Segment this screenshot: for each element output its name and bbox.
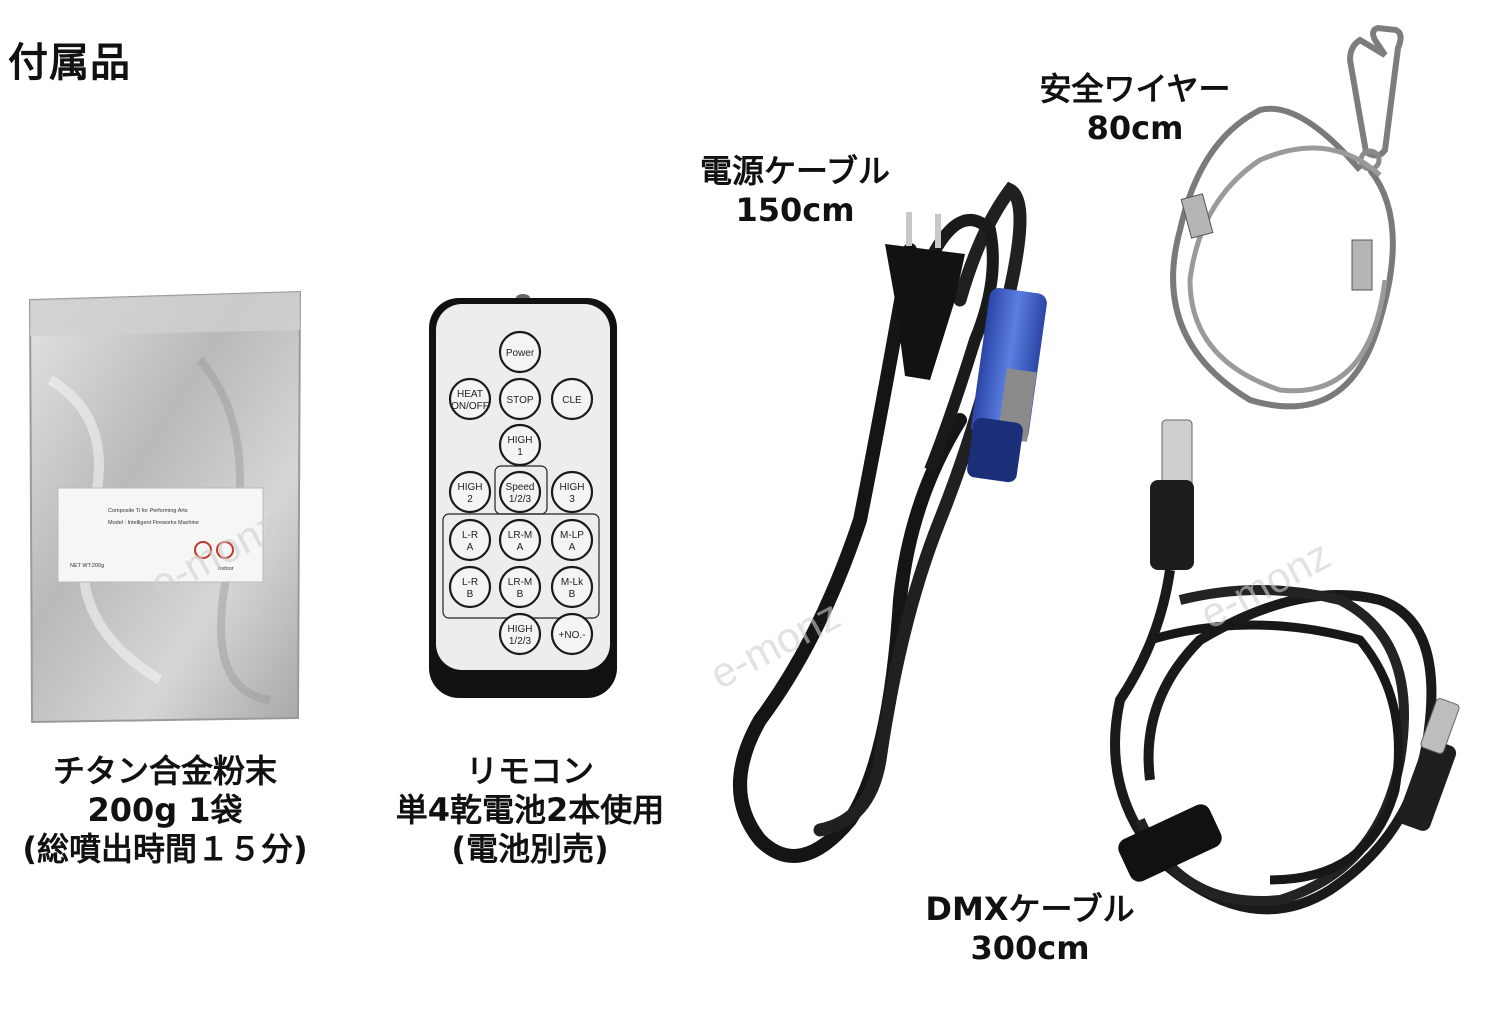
power-cable-caption: 電源ケーブル 150cm — [660, 152, 930, 230]
watermark: e-monz — [702, 591, 848, 698]
remote-button-label: HIGH — [458, 482, 483, 493]
remote-button[interactable]: +NO.- — [550, 612, 594, 656]
remote-button[interactable]: STOP — [498, 377, 542, 421]
titanium-powder-bag: Composite Ti for Performing Arts Model :… — [28, 290, 302, 724]
dmx-cable — [1110, 419, 1460, 915]
power-cable-name: 電源ケーブル — [699, 152, 891, 190]
remote-button-sublabel: 1/2/3 — [509, 494, 532, 505]
power-cable-length: 150cm — [735, 191, 855, 230]
remote-button-label: LR-M — [508, 530, 532, 541]
powder-caption: チタン合金粉末 200g 1袋 (総噴出時間１５分) — [0, 752, 330, 869]
remote-button-label: +NO.- — [559, 630, 586, 641]
safety-wire-caption: 安全ワイヤー 80cm — [1000, 70, 1270, 148]
dmx-cable-name: DMXケーブル — [925, 890, 1135, 928]
remote-name: リモコン — [465, 752, 594, 790]
remote-button-label: L-R — [462, 530, 478, 541]
remote-button[interactable]: L-RA — [448, 518, 492, 562]
no-person-icon — [216, 541, 234, 559]
remote-button[interactable]: LR-MA — [498, 518, 542, 562]
remote-battery: 単4乾電池2本使用 — [395, 791, 665, 830]
ac-plug — [885, 212, 965, 380]
bag-label-line3: NET WT:200g — [70, 563, 104, 569]
bag-label-line4: Indoor — [218, 566, 234, 572]
remote-button-label: M-LP — [560, 530, 584, 541]
remote-button-sublabel: B — [467, 589, 474, 600]
remote-button-sublabel: A — [569, 542, 576, 553]
bag-label-line2: Model : Intelligent Fireworks Machine — [108, 520, 199, 526]
remote-button-sublabel: 1 — [517, 447, 523, 458]
no-fire-icon — [194, 541, 212, 559]
remote-button-sublabel: ON/OFF — [451, 401, 489, 412]
remote-button-label: L-R — [462, 577, 478, 588]
remote-button-sublabel: 3 — [569, 494, 575, 505]
page-title: 付属品 — [8, 40, 131, 86]
remote-button-label: Speed — [506, 482, 535, 493]
remote-button-sublabel: B — [569, 589, 576, 600]
remote-caption: リモコン 単4乾電池2本使用 (電池別売) — [360, 752, 700, 869]
safety-wire — [1170, 24, 1404, 410]
dmx-cable-length: 300cm — [970, 929, 1090, 968]
dmx-cable-caption: DMXケーブル 300cm — [880, 890, 1180, 968]
remote-button-label: HEAT — [457, 389, 483, 400]
remote-button-label: STOP — [506, 395, 533, 406]
power-cable — [733, 181, 1047, 863]
remote-button-label: HIGH — [508, 624, 533, 635]
cable-strap — [1118, 804, 1222, 882]
powercon-connector — [967, 287, 1047, 483]
remote-button-label: HIGH — [560, 482, 585, 493]
remote-button-sublabel: B — [517, 589, 524, 600]
powder-duration: (総噴出時間１５分) — [22, 830, 308, 869]
bag-label-line1: Composite Ti for Performing Arts — [108, 508, 188, 514]
remote-button-label: HIGH — [508, 435, 533, 446]
remote-button-label: CLE — [562, 395, 582, 406]
remote-button-label: Power — [506, 348, 535, 359]
carabiner-icon — [1346, 24, 1404, 159]
remote-button[interactable]: LR-MB — [498, 565, 542, 609]
remote-button[interactable]: M-LPA — [550, 518, 594, 562]
remote-button[interactable]: Power — [498, 330, 542, 374]
remote-battery-note: (電池別売) — [451, 830, 609, 869]
safety-wire-length: 80cm — [1086, 109, 1184, 148]
remote-button[interactable]: CLE — [550, 377, 594, 421]
bag-label — [57, 487, 264, 583]
remote-button-label: LR-M — [508, 577, 532, 588]
safety-wire-name: 安全ワイヤー — [1039, 70, 1231, 108]
remote-button[interactable]: L-RB — [448, 565, 492, 609]
powder-quantity: 200g 1袋 — [87, 791, 243, 830]
remote-button-sublabel: 1/2/3 — [509, 636, 532, 647]
remote-button-sublabel: A — [467, 542, 474, 553]
remote-button-sublabel: 2 — [467, 494, 473, 505]
remote-button[interactable]: M-LkB — [550, 565, 594, 609]
remote-button-sublabel: A — [517, 542, 524, 553]
remote-button-label: M-Lk — [561, 577, 584, 588]
powder-name: チタン合金粉末 — [52, 752, 277, 790]
